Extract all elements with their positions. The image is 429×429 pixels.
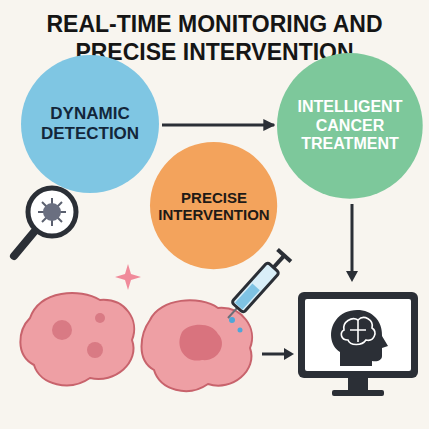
sparkle: [115, 264, 141, 290]
tumor-cells: [20, 293, 252, 391]
flow-arrow: [346, 204, 358, 282]
circle-node: DYNAMIC DETECTION: [21, 55, 159, 193]
monitor-icon: [298, 292, 418, 396]
node-label: PRECISE INTERVENTION: [158, 189, 270, 224]
flow-arrow: [262, 348, 294, 360]
flow-arrow: [162, 123, 274, 126]
node-label: INTELLIGENT CANCER TREATMENT: [288, 98, 412, 153]
circle-node: PRECISE INTERVENTION: [150, 142, 277, 269]
circle-node: INTELLIGENT CANCER TREATMENT: [277, 53, 423, 199]
node-label: DYNAMIC DETECTION: [31, 104, 149, 143]
magnifier-icon: [14, 188, 76, 256]
